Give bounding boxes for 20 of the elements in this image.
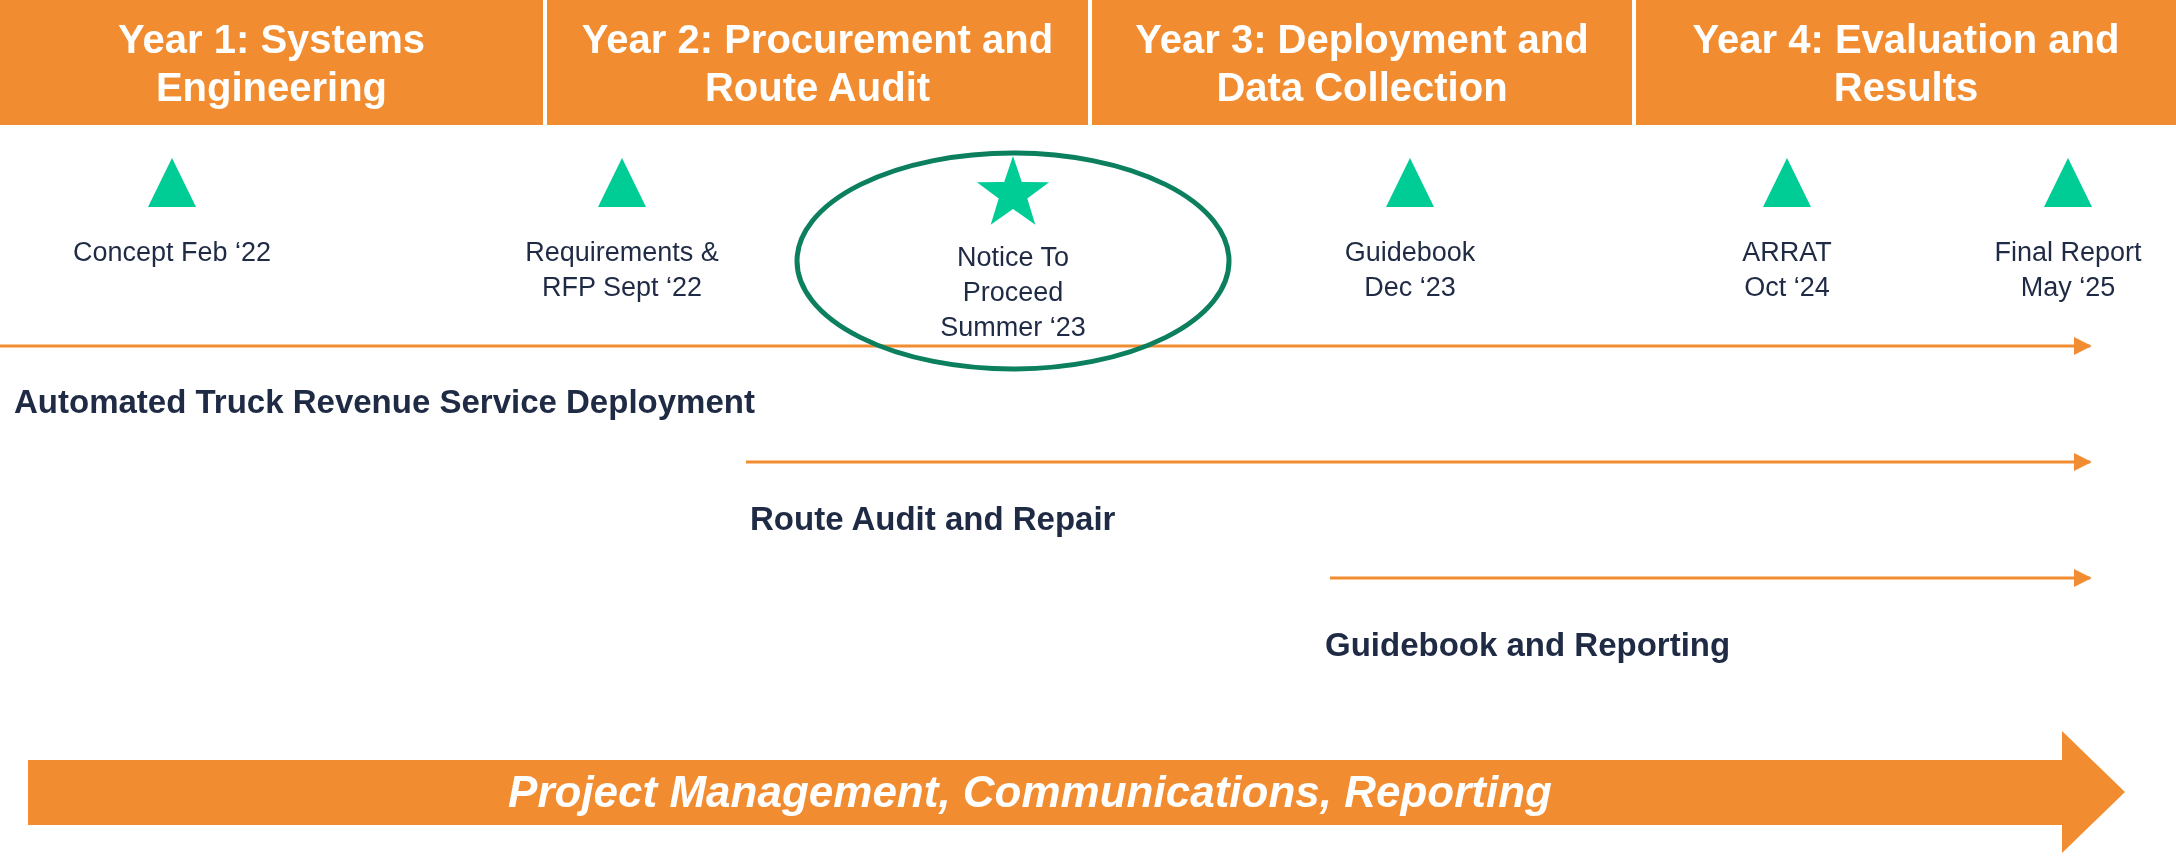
- phase-title: Year 2: Procurement and Route Audit: [580, 15, 1055, 111]
- highlight-ellipse: [794, 150, 1232, 372]
- milestone-label: ARRAT Oct ‘24: [1741, 236, 1833, 304]
- milestone-label: Concept Feb ‘22: [72, 236, 272, 269]
- task-label: Route Audit and Repair: [750, 500, 1116, 538]
- task-label: Guidebook and Reporting: [1325, 626, 1731, 664]
- phase-title: Year 4: Evaluation and Results: [1691, 15, 2121, 111]
- banner-arrow: [28, 731, 2125, 853]
- phase-title: Year 1: Systems Engineering: [117, 15, 426, 111]
- phase-header: [0, 0, 543, 125]
- milestone-label: Notice To Proceed Summer ‘23: [939, 241, 1087, 344]
- phase-title: Year 3: Deployment and Data Collection: [1134, 15, 1590, 111]
- task-label: Automated Truck Revenue Service Deployment: [14, 383, 755, 421]
- phase-header: [547, 0, 1088, 125]
- banner-text: Project Management, Communications, Reporting: [507, 766, 1553, 818]
- milestone-label: Requirements & RFP Sept ‘22: [524, 236, 720, 304]
- milestone-label: Guidebook Dec ‘23: [1343, 236, 1477, 304]
- phase-header: [1092, 0, 1632, 125]
- phase-header: [1636, 0, 2176, 125]
- milestone-label: Final Report May ‘25: [1993, 236, 2143, 304]
